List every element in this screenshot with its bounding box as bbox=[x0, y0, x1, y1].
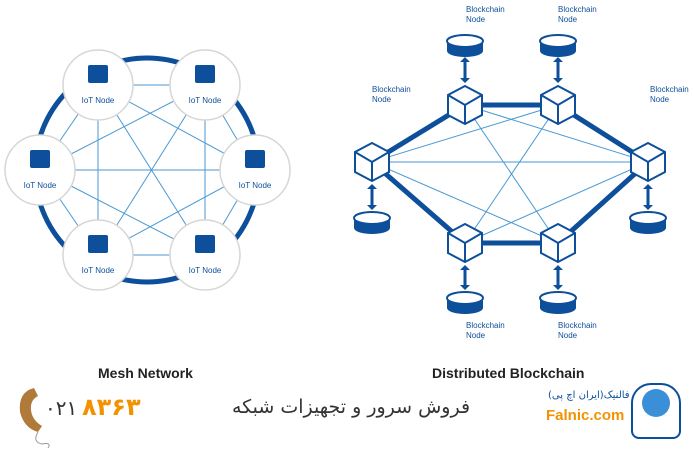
database-icon bbox=[539, 34, 577, 57]
iot-node: IoT Node bbox=[169, 219, 241, 291]
laptop-icon bbox=[245, 150, 265, 168]
database-icon bbox=[539, 291, 577, 314]
cube-edges bbox=[630, 151, 666, 181]
blockchain-title: Distributed Blockchain bbox=[432, 365, 585, 381]
antenna-icon-shape bbox=[195, 65, 215, 83]
smartphone-icon-shape bbox=[195, 235, 215, 253]
iot-node-label: IoT Node bbox=[24, 181, 57, 190]
chain-link bbox=[370, 160, 467, 245]
peer-link bbox=[464, 161, 649, 244]
db-top bbox=[539, 291, 577, 305]
cube-edges bbox=[540, 94, 576, 124]
database-icon bbox=[30, 150, 50, 168]
brand-fa: فالنیک(ایران اچ پی) bbox=[548, 390, 630, 401]
db-top bbox=[446, 291, 484, 305]
peer-link bbox=[464, 104, 559, 244]
warehouse-icon-shape bbox=[88, 65, 108, 83]
mesh-network-title: Mesh Network bbox=[98, 365, 193, 381]
blockchain-cube bbox=[540, 222, 576, 264]
blockchain-cube bbox=[447, 84, 483, 126]
antenna-icon bbox=[195, 65, 215, 83]
peer-link bbox=[371, 104, 559, 163]
iot-node-circle bbox=[62, 49, 134, 121]
iot-node: IoT Node bbox=[4, 134, 76, 206]
brand-en[interactable]: Falnic.com bbox=[546, 407, 625, 424]
cube-edges bbox=[354, 151, 390, 181]
database-icon bbox=[446, 291, 484, 314]
iot-node: IoT Node bbox=[62, 219, 134, 291]
chain-link bbox=[556, 160, 650, 245]
db-top bbox=[629, 211, 667, 225]
smartphone-icon bbox=[195, 235, 215, 253]
sync-arrowheads bbox=[553, 265, 563, 290]
iot-node-label: IoT Node bbox=[189, 96, 222, 105]
iot-node-label: IoT Node bbox=[239, 181, 272, 190]
iot-node: IoT Node bbox=[219, 134, 291, 206]
iot-node-circle bbox=[219, 134, 291, 206]
db-top bbox=[446, 34, 484, 48]
falnic-logo bbox=[631, 383, 681, 439]
iot-node-circle bbox=[169, 219, 241, 291]
db-top bbox=[539, 34, 577, 48]
warehouse-icon bbox=[88, 65, 108, 83]
cube-edges bbox=[447, 232, 483, 262]
iot-node: IoT Node bbox=[62, 49, 134, 121]
blockchain-cube bbox=[354, 141, 390, 183]
iot-node-label: IoT Node bbox=[82, 266, 115, 275]
warehouse-icon bbox=[88, 235, 108, 253]
iot-node: IoT Node bbox=[169, 49, 241, 121]
database-icon bbox=[629, 211, 667, 234]
peer-link bbox=[371, 161, 559, 244]
iot-node-label: IoT Node bbox=[189, 266, 222, 275]
phone-number: ۸۳۶۳ bbox=[82, 393, 141, 421]
iot-node-circle bbox=[62, 219, 134, 291]
slogan: فروش سرور و تجهیزات شبکه bbox=[232, 396, 471, 418]
db-top bbox=[353, 211, 391, 225]
blockchain-cube bbox=[630, 141, 666, 183]
warehouse-icon-shape bbox=[88, 235, 108, 253]
phone-prefix: ۰۲۱ bbox=[45, 396, 78, 420]
database-icon bbox=[446, 34, 484, 57]
iot-node-circle bbox=[169, 49, 241, 121]
cube-edges bbox=[447, 94, 483, 124]
telephone-icon bbox=[19, 388, 50, 449]
cube-edges bbox=[540, 232, 576, 262]
peer-link bbox=[464, 104, 649, 163]
blockchain-cube bbox=[540, 84, 576, 126]
iot-node-circle bbox=[4, 134, 76, 206]
sync-arrowheads bbox=[460, 265, 470, 290]
blockchain-cube bbox=[447, 222, 483, 264]
database-icon bbox=[353, 211, 391, 234]
database-icon-shape bbox=[30, 150, 50, 168]
laptop-icon-shape bbox=[245, 150, 265, 168]
iot-node-label: IoT Node bbox=[82, 96, 115, 105]
